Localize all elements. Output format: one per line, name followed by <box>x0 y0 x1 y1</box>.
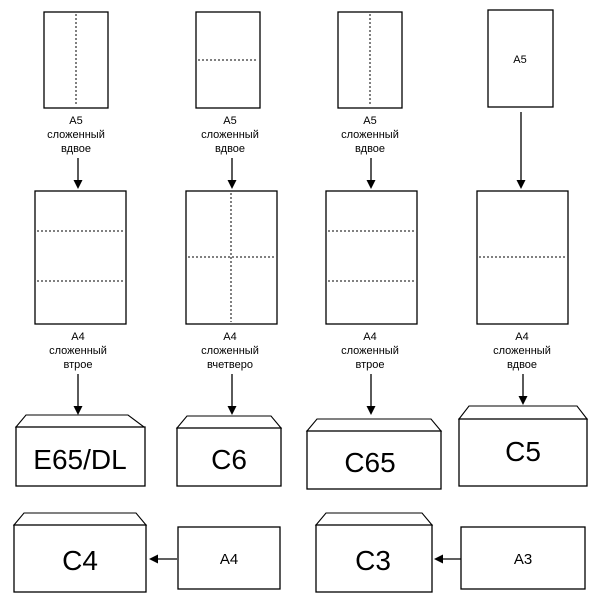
envelope-flap-1 <box>14 414 146 428</box>
envelope-flap-c3 <box>314 512 434 526</box>
a5-caption-3-line1: A5 <box>363 115 376 127</box>
envelope-label-c65: C65 <box>344 447 395 478</box>
envelope-e65dl <box>15 426 146 487</box>
a5-caption-3-line2: сложенный <box>341 129 399 141</box>
column-3: A5 сложенный вдвое A4 сложенный втрое C6… <box>305 11 443 490</box>
envelope-flap-2 <box>175 415 283 429</box>
a5-sheet-label-4: A5 <box>513 54 526 66</box>
a5-caption-1-line3: вдвое <box>61 143 91 155</box>
envelope-label-c4: C4 <box>62 545 98 576</box>
a4-caption-3-line3: втрое <box>356 359 385 371</box>
a4-sheet-1 <box>34 190 127 325</box>
arrow-head-2a <box>227 180 237 189</box>
column-2: A5 сложенный вдвое A4 сложенный вчетверо… <box>175 11 283 487</box>
arrow-head-3b <box>366 406 376 415</box>
a4-caption-4-line3: вдвое <box>507 359 537 371</box>
envelope-label-c5: C5 <box>505 436 541 467</box>
a4-source-sheet <box>177 526 281 590</box>
envelope-label-c6: C6 <box>211 444 247 475</box>
a4-caption-1-line3: втрое <box>64 359 93 371</box>
envelope-flap-4 <box>457 405 589 420</box>
a3-source-label: A3 <box>514 551 532 568</box>
a5-caption-3-line3: вдвое <box>355 143 385 155</box>
column-4: A5 A4 сложенный вдвое C5 <box>457 9 589 487</box>
envelope-c3 <box>315 524 433 593</box>
a4-source-label: A4 <box>220 551 238 568</box>
a5-caption-2-line2: сложенный <box>201 129 259 141</box>
a5-caption-2-line3: вдвое <box>215 143 245 155</box>
bottom-row-right: C3 A3 <box>314 512 586 593</box>
a5-sheet-4 <box>487 9 554 108</box>
a4-sheet-3 <box>325 190 418 325</box>
a4-caption-1-line1: A4 <box>71 331 84 343</box>
envelope-flap-3 <box>305 418 443 432</box>
arrow-head-1a <box>73 180 83 189</box>
arrow-head-2b <box>227 406 237 415</box>
bottom-row-left: C4 A4 <box>12 512 281 593</box>
envelope-c65 <box>306 430 442 490</box>
a4-caption-4-line2: сложенный <box>493 345 551 357</box>
arrow-head-1b <box>73 406 83 415</box>
a4-caption-2-line2: сложенный <box>201 345 259 357</box>
envelope-label-c3: C3 <box>355 545 391 576</box>
a5-caption-1-line2: сложенный <box>47 129 105 141</box>
arrow-head-c3 <box>434 554 443 564</box>
a4-caption-1-line2: сложенный <box>49 345 107 357</box>
a4-caption-3-line2: сложенный <box>341 345 399 357</box>
envelope-c5 <box>458 418 588 487</box>
column-1: A5 сложенный вдвое A4 сложенный втрое E6… <box>14 11 146 487</box>
arrow-head-4a <box>516 180 526 189</box>
a4-caption-4-line1: A4 <box>515 331 528 343</box>
a4-caption-2-line3: вчетверо <box>207 359 253 371</box>
a4-caption-2-line1: A4 <box>223 331 236 343</box>
envelope-label-e65dl: E65/DL <box>33 444 126 475</box>
envelope-flap-c4 <box>12 512 148 526</box>
arrow-head-4b <box>518 396 528 405</box>
a4-caption-3-line1: A4 <box>363 331 376 343</box>
arrow-head-c4 <box>149 554 158 564</box>
a5-caption-2-line1: A5 <box>223 115 236 127</box>
a5-caption-1-line1: A5 <box>69 115 82 127</box>
a3-source-sheet <box>460 526 586 590</box>
arrow-head-3a <box>366 180 376 189</box>
envelope-c4 <box>13 524 147 593</box>
envelope-c6 <box>176 427 282 487</box>
a4-sheet-4 <box>476 190 569 325</box>
